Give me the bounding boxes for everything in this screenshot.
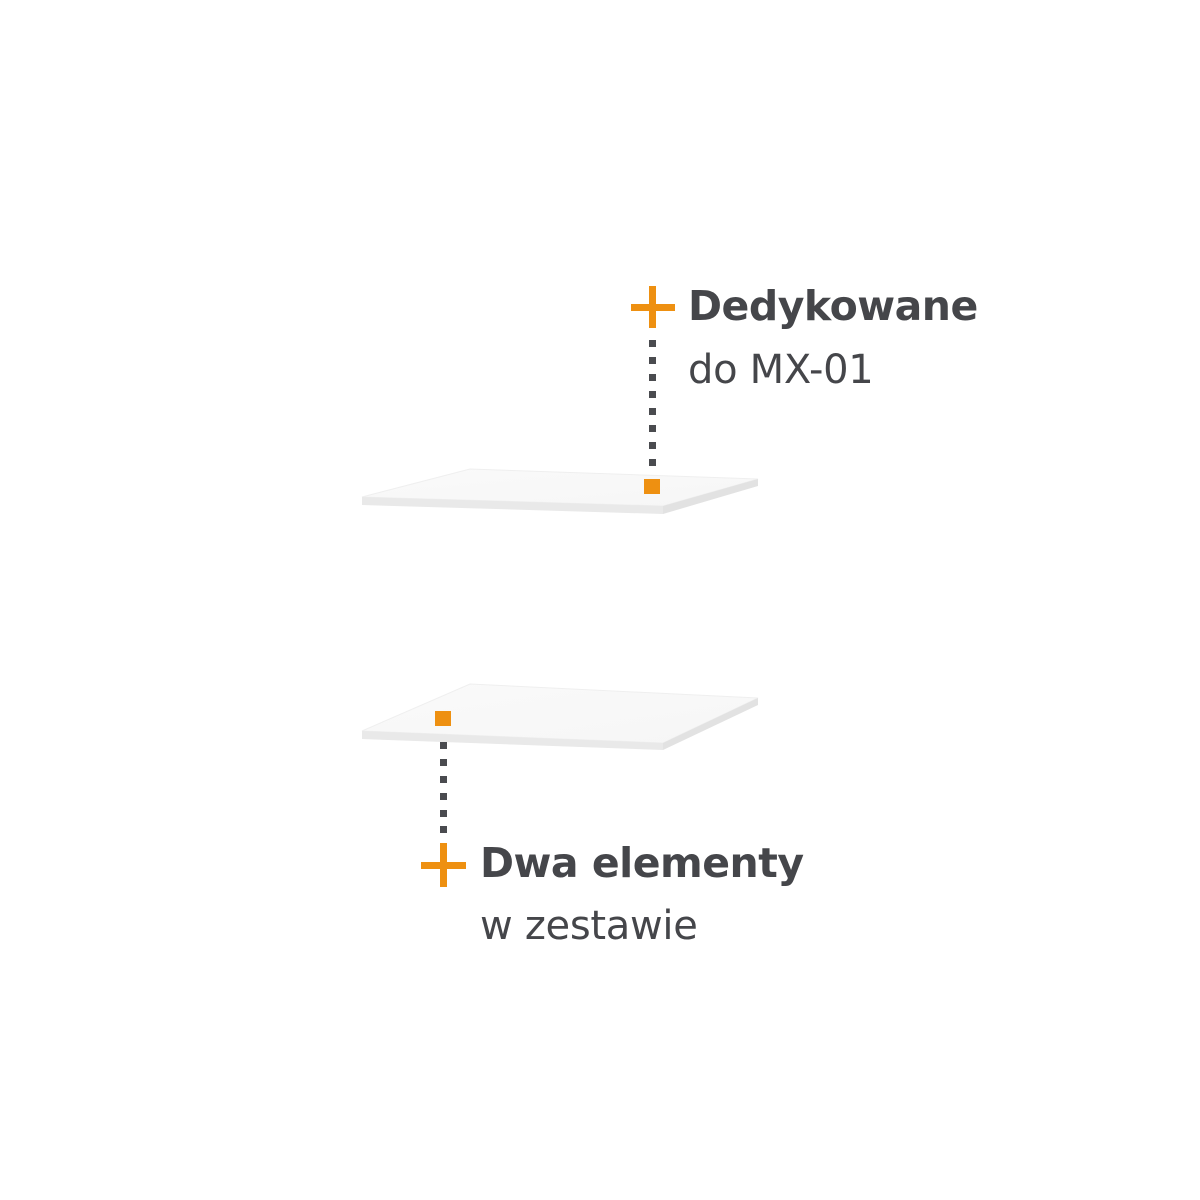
callout-bottom-title: Dwa elementy xyxy=(480,839,804,887)
plus-icon xyxy=(421,843,466,887)
square-marker-icon xyxy=(644,479,660,494)
plus-icon xyxy=(631,286,675,328)
shelf-panel-lower xyxy=(361,683,759,750)
dotted-connector xyxy=(649,340,656,466)
callout-bottom-subtitle: w zestawie xyxy=(480,903,698,949)
square-marker-icon xyxy=(435,711,451,726)
dotted-connector xyxy=(440,742,447,833)
callout-top-title: Dedykowane xyxy=(688,282,978,330)
callout-top-subtitle: do MX-01 xyxy=(688,347,874,393)
shelf-panel-upper xyxy=(361,468,759,514)
callout-top-graphic xyxy=(631,286,675,494)
callout-bottom-graphic xyxy=(421,711,466,887)
